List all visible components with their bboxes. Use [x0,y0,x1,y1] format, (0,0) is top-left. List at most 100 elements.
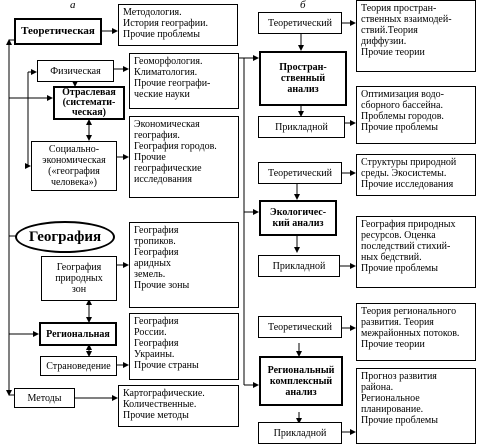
label-line: Экологичес- [269,207,327,218]
desc-line: Количественные. [123,399,197,410]
regional-complex-analysis-box: Региональный комплексный анализ [259,356,343,406]
desc-line: Прочие исследования [361,179,454,190]
regional-complex-applied-label: Прикладной [273,427,327,439]
desc-line: Прочие теории [361,47,425,58]
desc-line: аридных [134,258,171,269]
spatial-analysis-box: Простран- ственный анализ [259,51,347,106]
desc-line: среды. Экосистемы. [361,168,447,179]
column-label-b: б [300,0,306,11]
desc-line: Прочие проблемы [361,263,438,274]
label-line: анализ [287,84,319,95]
desc-line: География [134,316,179,327]
spatial-applied-box: Прикладной [258,116,345,138]
ecological-theoretical-box: Теоретический [258,162,342,184]
desc-line: ных бедствий. [361,252,422,263]
label-line: анализ [285,386,317,398]
desc-line: Картографические. [123,388,205,399]
ecological-theoretical-desc: Структуры природной среды. Экосистемы. П… [356,154,476,196]
desc-line: географические [134,163,202,174]
spatial-applied-label: Прикладной [275,121,328,133]
desc-line: География [134,338,179,349]
desc-line: Прочие страны [134,360,199,371]
desc-line: Прочие проблемы [123,29,200,40]
desc-line: межрайонных потоков. [361,328,460,339]
spatial-theoretical-box: Теоретический [258,12,342,34]
theoretical-geography-box: Теоретическая [14,18,102,45]
desc-line: Прочие проблемы [361,415,438,426]
physical-geography-desc: Геоморфология. Климатология. Прочие геог… [129,53,239,109]
country-studies-desc: География России. География Украины. Про… [129,313,239,380]
regional-complex-applied-desc: Прогноз развития района. Региональное пл… [356,368,476,444]
desc-line: Климатология. [134,67,198,78]
desc-line: Прогноз развития [361,371,437,382]
desc-line: История географии. [123,18,208,29]
desc-line: Структуры природной [361,157,457,168]
socio-economic-geography-desc: Экономическая география. География город… [129,116,239,198]
desc-line: России. [134,327,167,338]
desc-line: диффузии. [361,36,407,47]
desc-line: Прочие [134,152,166,163]
spatial-applied-desc: Оптимизация водо- сборного бассейна. Про… [356,86,476,144]
regional-complex-theoretical-desc: Теория регионального развития. Теория ме… [356,303,476,361]
desc-line: География [134,247,179,258]
desc-line: Теория простран- [361,3,437,14]
label-line: Региональный [267,364,335,376]
desc-line: Прочие географи- [134,78,211,89]
desc-line: Оптимизация водо- [361,89,444,100]
desc-line: география. [134,130,180,141]
desc-line: Прочие теории [361,339,425,350]
regional-geography-label: Региональная [46,328,110,340]
theoretical-geography-label: Теоретическая [21,25,95,37]
desc-line: Украины. [134,349,175,360]
ecological-applied-box: Прикладной [258,255,340,277]
desc-line: Прочие методы [123,410,189,421]
desc-line: Методология. [123,7,182,18]
desc-line: Экономическая [134,119,200,130]
geography-label: География [28,228,102,245]
label-line: («география [48,166,100,177]
desc-line: География природных [361,219,456,230]
label-line: Социально- [48,144,100,155]
label-line: человека») [50,177,98,188]
regional-complex-theoretical-box: Теоретический [258,316,342,338]
desc-line: земель. [134,269,166,280]
desc-line: География городов. [134,141,217,152]
label-line: География [56,262,102,273]
desc-line: планирование. [361,404,424,415]
desc-line: развития. Теория [361,317,434,328]
natural-zones-geography-desc: География тропиков. География аридных зе… [129,222,239,308]
label-line: экономическая [42,155,106,166]
spatial-theoretical-desc: Теория простран- ственных взаимодей- ств… [356,0,476,72]
desc-line: сборного бассейна. [361,100,443,111]
methods-box: Методы [14,388,75,408]
ecological-analysis-box: Экологичес- кий анализ [259,200,337,236]
ecological-applied-label: Прикладной [272,260,326,272]
label-line: (системати- [62,97,116,108]
desc-line: Проблемы городов. [361,111,444,122]
column-label-a: a [70,0,76,11]
socio-economic-geography-box: Социально- экономическая («география чел… [31,141,117,191]
label-line: Простран- [279,62,327,73]
physical-geography-box: Физическая [37,60,114,82]
regional-complex-applied-box: Прикладной [258,422,342,444]
geography-ellipse: География [15,221,115,253]
desc-line: тропиков. [134,236,176,247]
desc-line: Региональное [361,393,420,404]
natural-zones-geography-box: География природных зон [41,256,117,301]
desc-line: района. [361,382,394,393]
desc-line: ческие науки [134,89,190,100]
physical-geography-label: Физическая [50,65,101,77]
methods-label: Методы [27,392,62,404]
desc-line: Геоморфология. [134,56,203,67]
desc-line: ствий.Теория [361,25,418,36]
desc-line: ресурсов. Оценка [361,230,436,241]
label-line: ственный [280,73,326,84]
label-line: зон [71,284,87,295]
label-line: кий анализ [272,218,324,229]
desc-line: География [134,225,179,236]
theoretical-geography-desc: Методология. История географии. Прочие п… [118,4,238,46]
spatial-theoretical-label: Теоретический [267,17,333,29]
ecological-applied-desc: География природных ресурсов. Оценка пос… [356,216,476,288]
